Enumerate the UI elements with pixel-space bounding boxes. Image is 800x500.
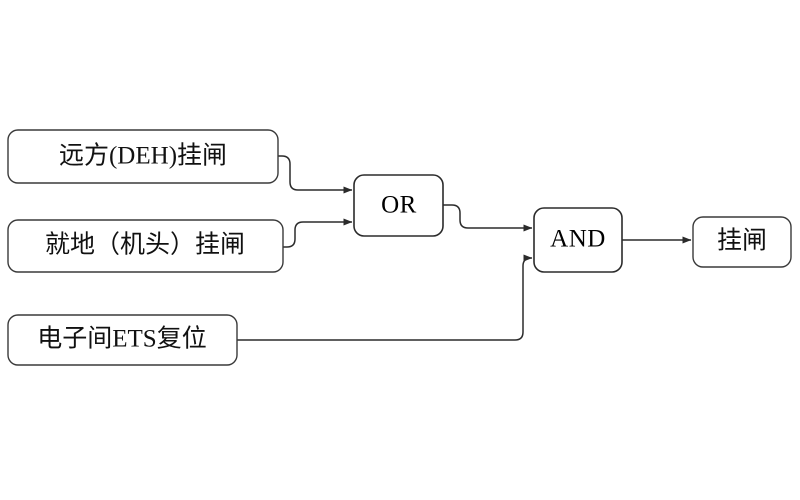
output-label-gua-zha: 挂闸 <box>717 227 767 255</box>
connector-local-to-or <box>283 218 353 248</box>
gate-label-or: OR <box>381 192 417 219</box>
connector-or-to-and <box>443 204 533 232</box>
output-box-gua-zha[interactable] <box>692 216 792 268</box>
connector-layer <box>237 155 692 341</box>
input-label-remote-deh: 远方(DEH)挂闸 <box>59 142 227 170</box>
input-node-remote-deh[interactable]: 远方(DEH)挂闸 <box>7 129 279 184</box>
input-box-ets-reset[interactable] <box>7 314 238 366</box>
gate-label-and: AND <box>550 226 606 253</box>
input-box-local-head[interactable] <box>7 219 284 273</box>
output-node-gua-zha[interactable]: 挂闸 <box>692 216 792 268</box>
input-label-ets-reset: 电子间ETS复位 <box>37 325 206 353</box>
gate-or[interactable]: OR <box>353 174 444 237</box>
input-node-local-head[interactable]: 就地（机头）挂闸 <box>7 219 284 273</box>
input-label-local-head: 就地（机头）挂闸 <box>45 231 245 259</box>
gate-box-or[interactable] <box>353 174 444 237</box>
connector-ets-to-and <box>237 254 533 341</box>
input-box-remote-deh[interactable] <box>7 129 279 184</box>
input-node-ets-reset[interactable]: 电子间ETS复位 <box>7 314 238 366</box>
connector-deh-to-or <box>278 155 353 194</box>
gate-and[interactable]: AND <box>533 207 623 273</box>
gate-box-and[interactable] <box>533 207 623 273</box>
